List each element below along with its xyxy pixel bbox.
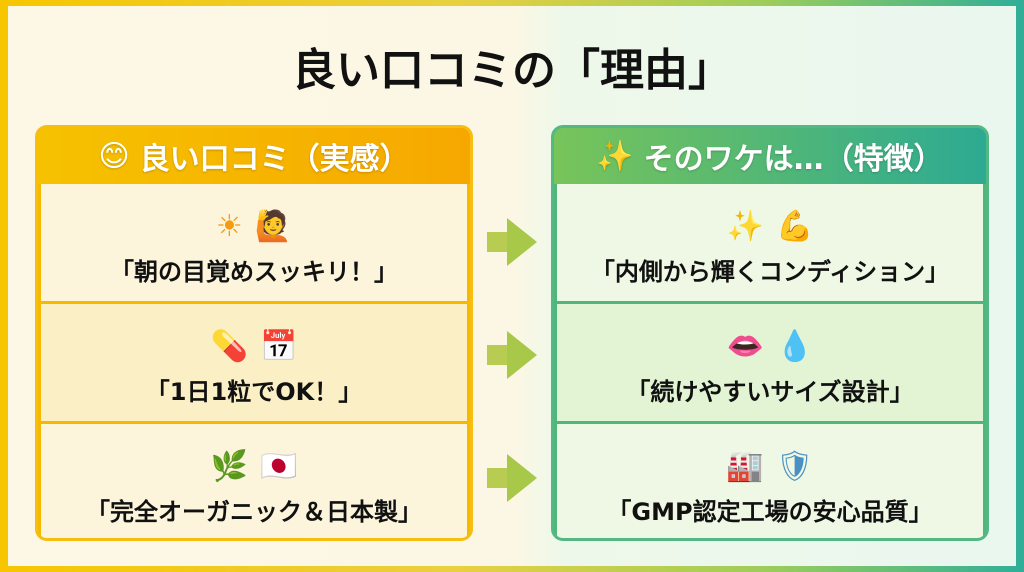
water-drop-icon: 💧 bbox=[776, 329, 814, 364]
factory-icon: 🏭 bbox=[726, 449, 764, 484]
feature-text: 「GMP認定工場の安心品質」 bbox=[607, 498, 933, 526]
sparkles-icon: ✨ bbox=[596, 138, 634, 174]
feature-item: ✨ 💪 「内側から輝くコンディション」 bbox=[557, 184, 983, 301]
feature-item: 🏭 🛡 「GMP認定工場の安心品質」 bbox=[557, 424, 983, 538]
page-title: 良い口コミの「理由」 bbox=[0, 34, 1024, 98]
review-text: 「完全オーガニック＆日本製」 bbox=[86, 498, 422, 526]
feature-text: 「続けやすいサイズ設計」 bbox=[626, 378, 914, 406]
calendar-icon: 📅 bbox=[260, 329, 298, 364]
features-panel: ✨ そのワケは…（特徴） ✨ 💪 「内側から輝くコンディション」 👄 💧 「続けやす… bbox=[551, 125, 989, 541]
pill-icon: 💊 bbox=[210, 329, 248, 364]
throat-icon: 👄 bbox=[726, 329, 764, 364]
japan-flag-icon: 🇯🇵 bbox=[260, 449, 298, 484]
skin-sparkle-icon: ✨ bbox=[726, 209, 764, 244]
review-text: 「1日1粒でOK！」 bbox=[145, 378, 363, 406]
arrow-right-icon bbox=[487, 331, 537, 379]
panel-header: ✨ そのワケは…（特徴） bbox=[554, 128, 986, 184]
good-reviews-panel: 😊 良い口コミ（実感） ☀ 🙋 「朝の目覚めスッキリ！」 💊 📅 「1日1粒でOK！… bbox=[35, 125, 473, 541]
panel-header: 😊 良い口コミ（実感） bbox=[38, 128, 470, 184]
cheering-woman-icon: 🙋 bbox=[254, 209, 293, 244]
review-item: 💊 📅 「1日1粒でOK！」 bbox=[41, 304, 467, 421]
sun-icon: ☀ bbox=[215, 209, 243, 244]
review-item: 🌿 🇯🇵 「完全オーガニック＆日本製」 bbox=[41, 424, 467, 538]
flexed-arm-icon: 💪 bbox=[776, 209, 814, 244]
review-item: ☀ 🙋 「朝の目覚めスッキリ！」 bbox=[41, 184, 467, 301]
shield-check-icon: 🛡 bbox=[775, 449, 814, 484]
feature-item: 👄 💧 「続けやすいサイズ設計」 bbox=[557, 304, 983, 421]
leaf-icon: 🌿 bbox=[210, 449, 248, 484]
arrow-right-icon bbox=[487, 454, 537, 502]
smiley-icon: 😊 bbox=[98, 138, 130, 174]
arrow-right-icon bbox=[487, 218, 537, 266]
feature-text: 「内側から輝くコンディション」 bbox=[590, 258, 950, 286]
review-text: 「朝の目覚めスッキリ！」 bbox=[110, 258, 398, 286]
